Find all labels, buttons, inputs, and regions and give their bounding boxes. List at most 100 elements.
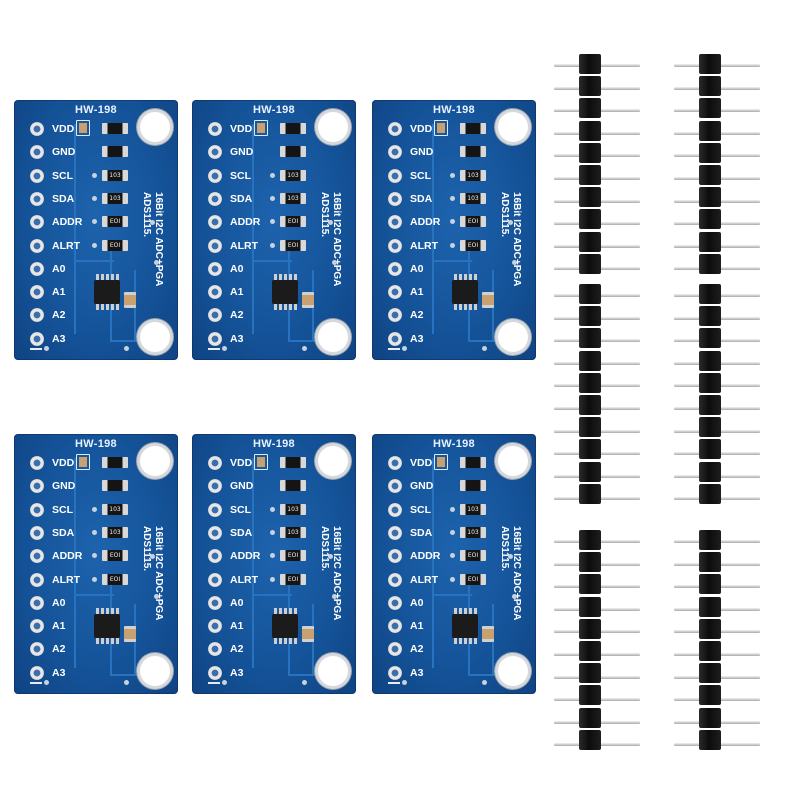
header-segment <box>699 483 721 504</box>
pin-pad <box>208 191 222 206</box>
smd-resistor <box>280 146 306 158</box>
smd-resistor <box>460 146 486 158</box>
pin-pad <box>30 261 44 276</box>
chip-leg <box>294 638 297 644</box>
side-text-line: ADS1115. <box>141 192 152 238</box>
header-segment <box>579 209 601 230</box>
pin-label-a2: A2 <box>410 309 424 322</box>
resistor-code: 103 <box>287 505 299 513</box>
led-body <box>79 123 87 133</box>
pin-marker <box>388 682 400 684</box>
chip-leg <box>111 304 114 310</box>
chip-leg <box>101 638 104 644</box>
resistor-code: 103 <box>467 194 479 202</box>
pcb-trace <box>252 458 254 668</box>
pin-pad <box>208 456 222 470</box>
header-segment <box>579 707 601 728</box>
capacitor <box>124 292 136 308</box>
ads1115-chip <box>452 614 478 638</box>
smd-resistor: 103 <box>102 503 128 515</box>
via <box>402 680 407 685</box>
header-segment <box>579 395 601 415</box>
header-segment <box>579 187 601 208</box>
pin-label-alrt: ALRT <box>52 239 80 252</box>
pin-label-alrt: ALRT <box>410 239 438 252</box>
pin-label-a2: A2 <box>410 643 424 656</box>
chip-leg <box>96 638 99 644</box>
chip-leg <box>459 304 462 310</box>
mounting-hole <box>318 446 348 476</box>
pin-pad <box>30 168 44 183</box>
chip-leg <box>294 608 297 614</box>
smd-resistor <box>280 457 306 468</box>
pin-pad <box>388 502 402 517</box>
pin-label-a0: A0 <box>230 596 244 609</box>
via <box>270 529 275 535</box>
chip-leg <box>464 608 467 614</box>
smd-resistor: EOI <box>280 550 306 562</box>
chip-leg <box>289 608 292 614</box>
pcb-trace <box>252 260 292 262</box>
header-segment <box>579 483 601 504</box>
chip-leg <box>469 304 472 310</box>
chip-leg <box>469 638 472 644</box>
smd-resistor: 103 <box>102 526 128 538</box>
pcb-trace <box>252 124 254 334</box>
via <box>270 195 275 201</box>
pin-label-sda: SDA <box>230 192 253 205</box>
pin-label-a0: A0 <box>52 596 66 609</box>
smd-resistor: EOI <box>460 550 486 562</box>
pin-pad <box>30 642 44 657</box>
via <box>222 680 227 685</box>
pin-pad <box>208 665 222 680</box>
chip-leg <box>274 304 277 310</box>
smd-resistor <box>280 480 306 492</box>
resistor-code: 103 <box>109 171 121 179</box>
header-segment <box>579 306 601 327</box>
header-segment <box>579 461 601 482</box>
header-segment <box>579 284 601 304</box>
via <box>92 242 97 248</box>
pin-pad <box>30 665 44 680</box>
chip-leg <box>454 274 457 280</box>
chip-leg <box>289 638 292 644</box>
header-segment <box>699 552 721 573</box>
via <box>44 346 49 351</box>
smd-resistor: EOI <box>280 573 306 585</box>
via <box>450 242 455 248</box>
header-segment <box>699 209 721 230</box>
pin-label-gnd: GND <box>410 146 434 159</box>
header-segment <box>579 552 601 573</box>
pin-label-a0: A0 <box>410 596 424 609</box>
pin-pad <box>208 502 222 517</box>
chip-leg <box>284 638 287 644</box>
header-segment <box>579 142 601 163</box>
via <box>222 346 227 351</box>
header-plastic <box>699 54 721 276</box>
chip-leg <box>106 274 109 280</box>
via <box>270 219 275 225</box>
pin-pad <box>388 525 402 540</box>
pin-marker <box>388 348 400 350</box>
via <box>332 260 337 265</box>
resistor-code: 103 <box>109 528 121 536</box>
pin-pad <box>388 191 402 206</box>
mounting-hole <box>140 112 170 142</box>
header-segment <box>579 618 601 639</box>
pin-pad <box>30 479 44 494</box>
via <box>482 346 487 351</box>
header-segment <box>699 417 721 438</box>
via <box>270 172 275 178</box>
header-segment <box>699 596 721 617</box>
chip-leg <box>274 608 277 614</box>
pin-header <box>674 284 760 504</box>
via <box>482 680 487 685</box>
via <box>270 553 275 559</box>
header-segment <box>579 417 601 438</box>
mounting-hole <box>318 656 348 686</box>
via <box>154 260 159 265</box>
